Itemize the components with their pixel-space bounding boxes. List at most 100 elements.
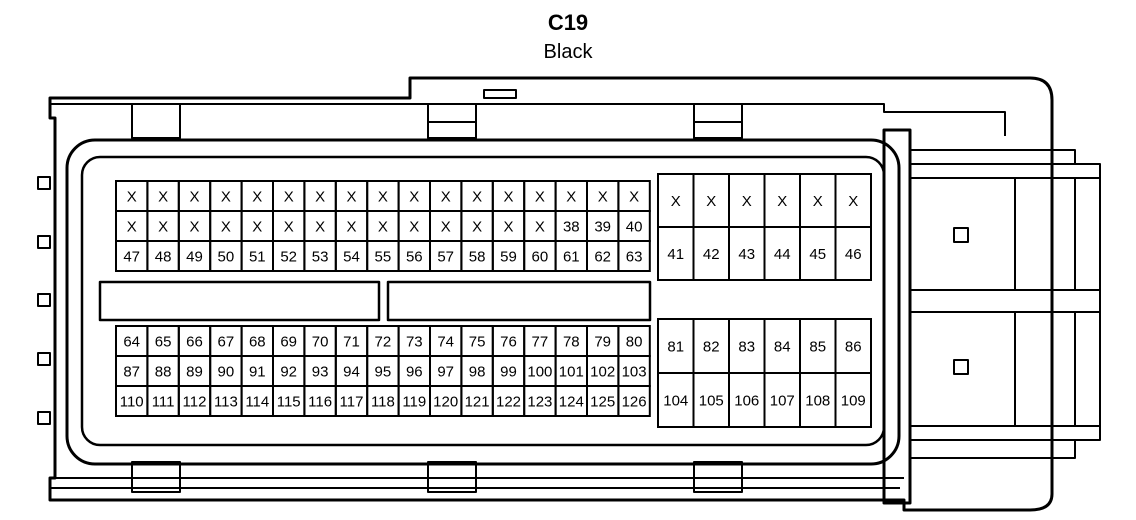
pin-label: 45 [809,246,826,263]
pin-label: X [441,188,451,205]
pin-label: 72 [375,333,392,350]
pin-label: 80 [626,333,643,350]
pin-label: X [598,188,608,205]
pin-label: X [848,193,858,210]
pin-label: 120 [433,393,458,410]
pin-label: 91 [249,363,266,380]
pin-label: 48 [155,248,172,265]
pin-label: 69 [280,333,297,350]
pin-label: 112 [183,393,207,410]
pin-label: 98 [469,363,486,380]
pin-label: 67 [218,333,235,350]
pin-label: 123 [527,393,552,410]
pin-label: 101 [559,363,584,380]
pin-label: 51 [249,248,266,265]
pin-label: X [158,218,168,235]
pin-label: 47 [123,248,140,265]
pin-label: 106 [734,392,759,409]
pin-label: 102 [590,363,615,380]
pin-label: X [378,188,388,205]
pin-label: 108 [805,392,830,409]
pin-label: 94 [343,363,360,380]
pin-label: 100 [527,363,552,380]
pin-label: 81 [667,338,684,355]
pin-label: X [566,188,576,205]
pin-label: X [777,193,787,210]
pin-label: 43 [738,246,755,263]
pin-label: 110 [120,393,144,410]
pin-label: 88 [155,363,172,380]
pin-label: 82 [703,338,720,355]
pin-label: 44 [774,246,791,263]
pin-label: 107 [770,392,795,409]
pin-label: 99 [500,363,517,380]
pin-label: 66 [186,333,203,350]
pin-cavity [834,372,872,428]
pin-label: X [813,193,823,210]
pin-label: 90 [218,363,235,380]
pin-label: 125 [590,393,615,410]
pin-label: X [252,218,262,235]
pin-label: 68 [249,333,266,350]
pin-label: 116 [308,393,332,410]
pin-label: 92 [280,363,297,380]
pin-label: 93 [312,363,329,380]
pin-cavity [617,385,651,417]
pin-label: 39 [594,218,611,235]
pin-label: X [346,218,356,235]
pin-label: X [127,188,137,205]
pin-label: 95 [375,363,392,380]
pin-label: 65 [155,333,172,350]
pin-label: X [221,188,231,205]
pin-label: 121 [465,393,490,410]
pin-label: 84 [774,338,791,355]
pin-label: 63 [626,248,643,265]
connector-housing [37,76,1101,512]
pin-label: 85 [809,338,826,355]
pin-label: 126 [622,393,647,410]
pin-label: X [189,218,199,235]
pin-label: 89 [186,363,203,380]
pin-label: X [535,188,545,205]
pin-label: 75 [469,333,486,350]
pin-label: X [472,218,482,235]
pin-cavity [834,226,872,281]
pin-label: 57 [437,248,454,265]
pin-label: 61 [563,248,580,265]
pin-label: X [671,193,681,210]
pin-label: 54 [343,248,360,265]
pin-label: X [284,188,294,205]
pin-label: X [503,218,513,235]
pin-label: 119 [402,393,426,410]
pin-label: 109 [841,392,866,409]
pin-label: 71 [343,333,360,350]
pin-label: 38 [563,218,580,235]
pin-label: 52 [280,248,297,265]
pin-label: 105 [699,392,724,409]
pin-label: 77 [532,333,549,350]
pin-label: 97 [437,363,454,380]
pin-label: 62 [594,248,611,265]
pin-label: 103 [622,363,647,380]
pin-label: 56 [406,248,423,265]
pin-label: X [629,188,639,205]
pin-label: 46 [845,246,862,263]
pin-label: 64 [123,333,140,350]
pin-label: X [315,188,325,205]
pin-label: 118 [371,393,395,410]
pin-label: 58 [469,248,486,265]
pin-label: 86 [845,338,862,355]
pin-label: X [346,188,356,205]
pin-label: 113 [214,393,238,410]
pin-label: X [409,218,419,235]
pin-label: X [252,188,262,205]
pin-label: 60 [532,248,549,265]
pin-label: X [441,218,451,235]
pin-label: 96 [406,363,423,380]
pin-label: X [472,188,482,205]
pin-label: 78 [563,333,580,350]
pin-label: 73 [406,333,423,350]
pin-label: 122 [496,393,521,410]
pin-label: 76 [500,333,517,350]
